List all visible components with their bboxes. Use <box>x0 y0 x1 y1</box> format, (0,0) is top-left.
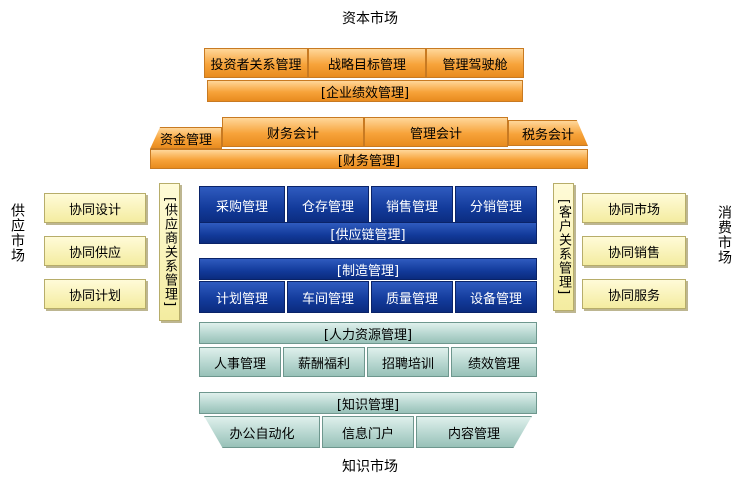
planning-box: 计划管理 <box>199 281 285 313</box>
collab-marketing-box: 协同市场 <box>582 193 686 223</box>
consumer-market-label: 消费市场 <box>716 205 732 265</box>
srm-bar: [供应商关系管理] <box>159 183 180 321</box>
workshop-box: 车间管理 <box>287 281 369 313</box>
strategic-goal-box: 战略目标管理 <box>308 48 426 78</box>
capital-market-label: 资本市场 <box>342 11 398 27</box>
knowledge-market-label: 知识市场 <box>342 459 398 475</box>
financial-accounting-box: 财务会计 <box>222 117 364 147</box>
info-portal-box: 信息门户 <box>322 416 414 448</box>
management-cockpit-box: 管理驾驶舱 <box>426 48 524 78</box>
crm-bar: [客户关系管理] <box>553 183 574 311</box>
office-automation-box: 办公自动化 <box>204 416 320 448</box>
collab-service-box: 协同服务 <box>582 279 686 309</box>
enterprise-performance-bar: [企业绩效管理] <box>207 80 523 102</box>
collab-sales-box: 协同销售 <box>582 236 686 266</box>
recruitment-box: 招聘培训 <box>367 347 449 377</box>
personnel-box: 人事管理 <box>199 347 281 377</box>
hr-bar: [人力资源管理] <box>199 322 537 344</box>
knowledge-bar: [知识管理] <box>199 392 537 414</box>
supply-chain-bar: [供应链管理] <box>199 222 537 244</box>
compensation-box: 薪酬福利 <box>283 347 365 377</box>
collab-planning-box: 协同计划 <box>44 279 146 309</box>
supply-market-label: 供应市场 <box>9 203 25 263</box>
content-management-box: 内容管理 <box>416 416 532 448</box>
collab-supply-box: 协同供应 <box>44 236 146 266</box>
fund-management-box: 资金管理 <box>150 127 222 149</box>
quality-box: 质量管理 <box>371 281 453 313</box>
manufacturing-bar: [制造管理] <box>199 258 537 280</box>
financial-management-bar: [财务管理] <box>150 149 588 169</box>
procurement-box: 采购管理 <box>199 186 285 224</box>
investor-relations-box: 投资者关系管理 <box>204 48 308 78</box>
collab-design-box: 协同设计 <box>44 193 146 223</box>
sales-box: 销售管理 <box>371 186 453 224</box>
warehouse-box: 仓存管理 <box>287 186 369 224</box>
management-accounting-box: 管理会计 <box>364 117 508 147</box>
distribution-box: 分销管理 <box>455 186 537 224</box>
tax-accounting-box: 税务会计 <box>508 120 588 146</box>
equipment-box: 设备管理 <box>455 281 537 313</box>
performance-box: 绩效管理 <box>451 347 537 377</box>
